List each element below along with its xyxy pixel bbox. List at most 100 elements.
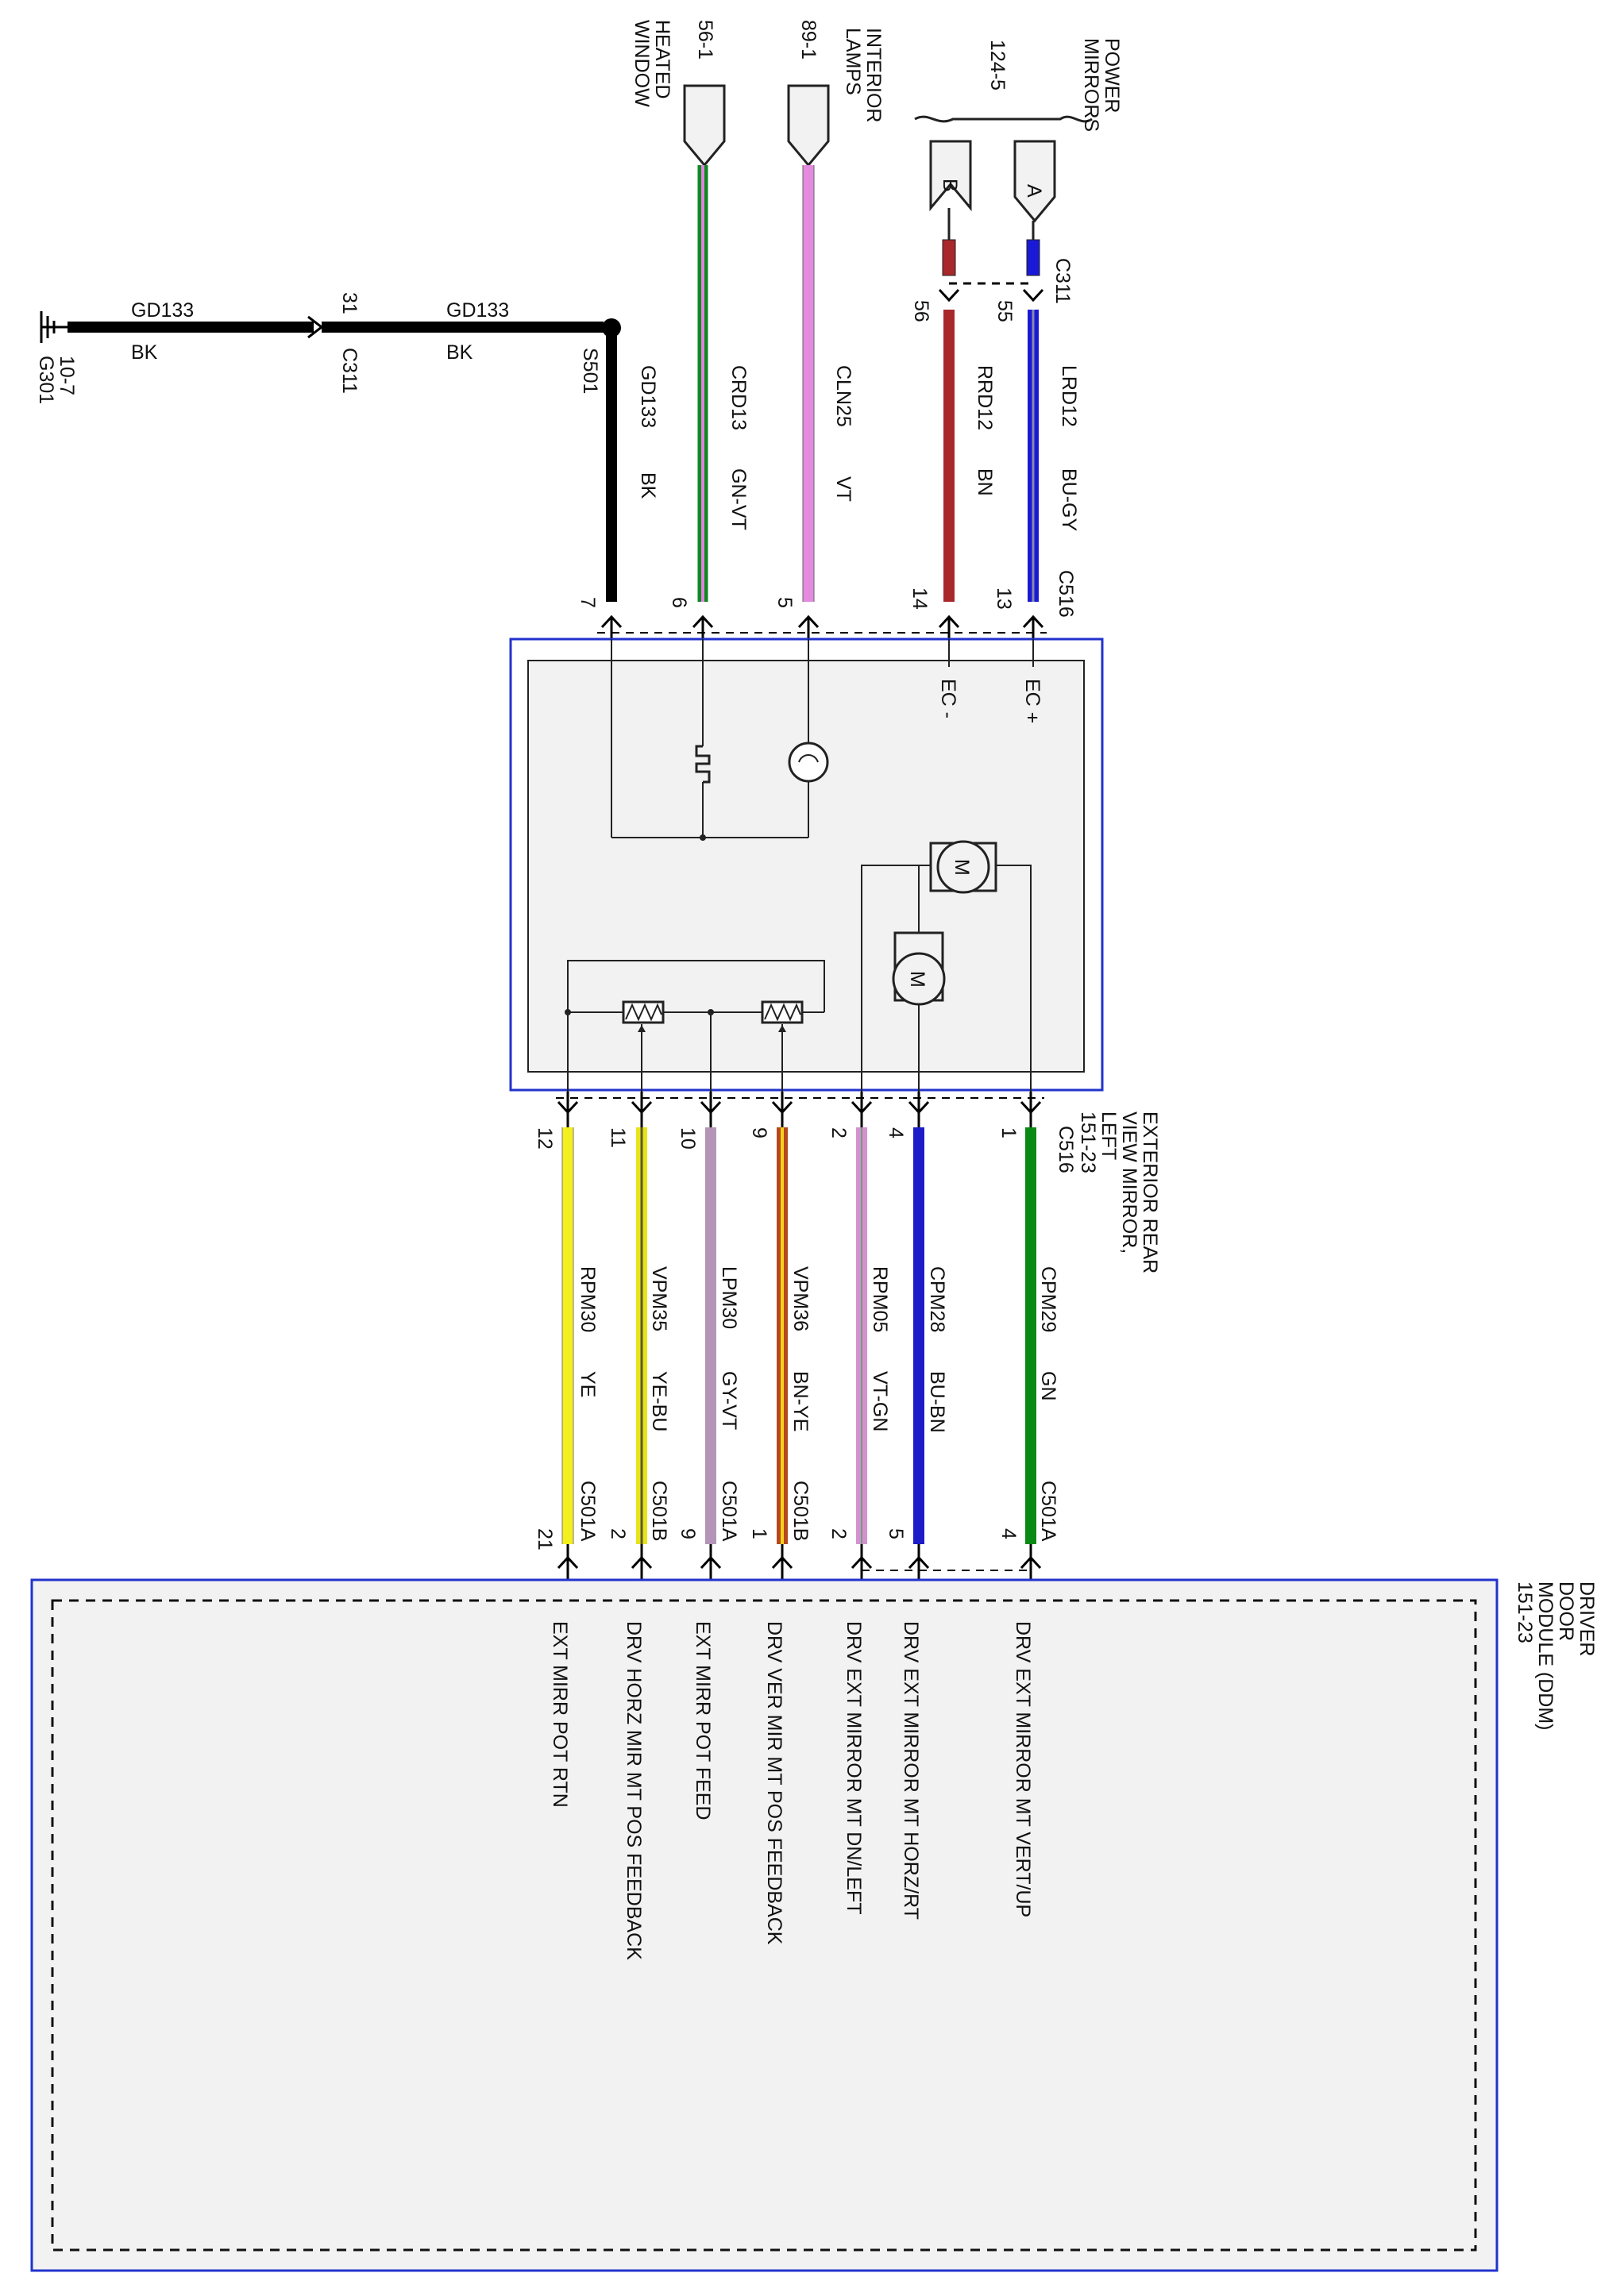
- mirror-pin: 1: [997, 1127, 1020, 1138]
- connector-pentagon-icon: [683, 84, 726, 168]
- wire-label-color: GN-VT: [727, 468, 750, 530]
- ddm-ref: 151-23: [1514, 1581, 1536, 1643]
- heated-window-ref: 56-1 HEATED WINDOW: [631, 20, 726, 168]
- ground-page: 10-7: [56, 356, 78, 395]
- ddm-line3: MODULE (DDM): [1534, 1581, 1556, 1731]
- connector-pentagon-icon: [1013, 140, 1056, 223]
- wire-label-color: BU-BN: [926, 1371, 948, 1433]
- mirror-pin: 11: [607, 1127, 629, 1148]
- ddm-function-label: EXT MIRR POT FEED: [692, 1621, 714, 1820]
- mirror-module-line2: VIEW MIRROR,: [1118, 1111, 1140, 1254]
- ddm-outer-border: [30, 1578, 1499, 2272]
- connector-pentagon-icon: [787, 84, 830, 168]
- heater-element-icon: [695, 745, 711, 784]
- ddm-connector-label: C501A: [577, 1481, 599, 1542]
- wire-label-circuit: GD133: [637, 365, 659, 428]
- mirror-pin: 14: [908, 587, 931, 610]
- interior-lamps-ref: 89-1 INTERIOR LAMPS: [787, 20, 885, 168]
- ground-seg1-circuit: GD133: [131, 299, 194, 322]
- mirror-module-ref: 151-23: [1077, 1111, 1099, 1173]
- wire-label-color: YE-BU: [648, 1371, 670, 1431]
- wire-label-circuit: LRD12: [1058, 365, 1080, 427]
- ddm-function-label: DRV EXT MIRROR MT VERT/UP: [1012, 1621, 1034, 1917]
- wire-label-color: VT: [832, 476, 854, 502]
- wire-label-circuit: VPM36: [789, 1266, 812, 1331]
- c311-pin-55-arrow-icon: [1022, 288, 1044, 302]
- wire-label-circuit: RPM30: [577, 1266, 599, 1332]
- top-wires: GD133 BK CRD13 GN-VT CLN25 VT RRD12 BN L…: [577, 165, 1080, 639]
- c311-pin-55: 55: [993, 300, 1016, 322]
- wire-label-circuit: CLN25: [832, 365, 854, 427]
- ec-minus-label: EC -: [937, 679, 959, 718]
- ground-circuit: G301 10-7 GD133 BK 31 C311 GD133 BK S501: [35, 292, 621, 602]
- power-mirrors-ref-num: 124-5: [986, 40, 1009, 91]
- mirror-module-line1: EXTERIOR REAR: [1139, 1111, 1161, 1273]
- ddm-pin: 9: [677, 1528, 699, 1539]
- ddm-pin: 21: [534, 1528, 556, 1551]
- ddm-function-label: DRV HORZ MIR MT POS FEEDBACK: [623, 1621, 645, 1960]
- wire-label-circuit: VPM35: [648, 1266, 670, 1331]
- ground-pin: 31: [338, 292, 361, 314]
- lamp-icon: [788, 742, 829, 783]
- wire-label-circuit: LPM30: [718, 1266, 740, 1329]
- mirror-pin: 5: [773, 597, 796, 608]
- interior-lamps-line1: INTERIOR: [862, 28, 885, 122]
- mirror-pin: 6: [668, 597, 690, 608]
- ddm-connector-label: C501B: [648, 1481, 670, 1541]
- ddm-inner-dashed: [51, 1599, 1477, 2252]
- wire-label-circuit: RPM05: [869, 1266, 891, 1332]
- interior-lamps-line2: LAMPS: [842, 28, 864, 95]
- power-mirrors-pin-a: A: [1023, 184, 1045, 198]
- c311-pin-56-arrow-icon: [938, 288, 960, 302]
- wire-label-color: BK: [637, 472, 659, 499]
- potentiometer-icon: [622, 1000, 665, 1032]
- ground-connector: C311: [338, 348, 361, 394]
- ddm-pin: 1: [748, 1528, 770, 1539]
- wire-label-color: GN: [1037, 1371, 1059, 1401]
- heated-window-line1: HEATED: [651, 20, 673, 99]
- wire-label-color: GY-VT: [718, 1371, 740, 1430]
- c516-bottom-label: C516: [1055, 1126, 1077, 1173]
- mirror-pin: 4: [885, 1127, 907, 1138]
- mirror-pin: 13: [993, 587, 1015, 610]
- wire-label-color: BN-YE: [789, 1371, 812, 1431]
- power-mirrors-line2: MIRRORS: [1080, 38, 1102, 132]
- heated-window-ref-num: 56-1: [694, 20, 716, 60]
- power-mirrors-line1: POWER: [1101, 38, 1123, 113]
- power-mirrors-pin-b: B: [939, 179, 961, 192]
- ddm-function-label: DRV VER MIR MT POS FEEDBACK: [763, 1621, 785, 1945]
- ground-ref: G301: [35, 356, 57, 404]
- module-inner-box: [527, 660, 1085, 1073]
- ddm-function-label: EXT MIRR POT RTN: [549, 1621, 571, 1808]
- wire-label-color: BU-GY: [1058, 468, 1080, 532]
- ground-seg2-circuit: GD133: [446, 299, 509, 322]
- ddm-pin: 5: [885, 1528, 907, 1539]
- ddm-connector-label: C501A: [718, 1481, 740, 1542]
- splice-label: S501: [579, 348, 601, 394]
- driver-door-module: DRIVER DOOR MODULE (DDM) 151-23 EXT MIRR…: [30, 1578, 1598, 2272]
- c311-connector: C311 56 55: [910, 208, 1074, 322]
- interior-lamps-ref-num: 89-1: [797, 20, 820, 60]
- ddm-connector-label: C501A: [1037, 1481, 1059, 1542]
- wire-label-circuit: CPM28: [926, 1266, 948, 1332]
- svg-text:M: M: [906, 971, 928, 988]
- mirror-pin: 10: [677, 1127, 699, 1150]
- wire-label-circuit: CRD13: [727, 365, 750, 430]
- ground-seg1-color: BK: [131, 341, 158, 364]
- svg-text:M: M: [951, 859, 973, 876]
- mirror-module-line3: LEFT: [1097, 1111, 1120, 1160]
- c311-label: C311: [1051, 258, 1074, 304]
- wire-label-color: BN: [974, 468, 996, 496]
- ddm-pin: 4: [997, 1528, 1020, 1539]
- ddm-pin: 2: [607, 1528, 629, 1539]
- motor-icon: M: [929, 840, 997, 894]
- mirror-pin: 9: [748, 1127, 770, 1138]
- multi-pin-bracket: [914, 115, 1093, 123]
- ground-seg2-color: BK: [446, 341, 473, 364]
- mirror-pin: 7: [577, 597, 599, 608]
- potentiometer-icon: [761, 1000, 804, 1032]
- ddm-connector-label: C501B: [789, 1481, 812, 1541]
- heated-window-line2: WINDOW: [631, 20, 653, 107]
- mirror-pin: 2: [827, 1127, 850, 1138]
